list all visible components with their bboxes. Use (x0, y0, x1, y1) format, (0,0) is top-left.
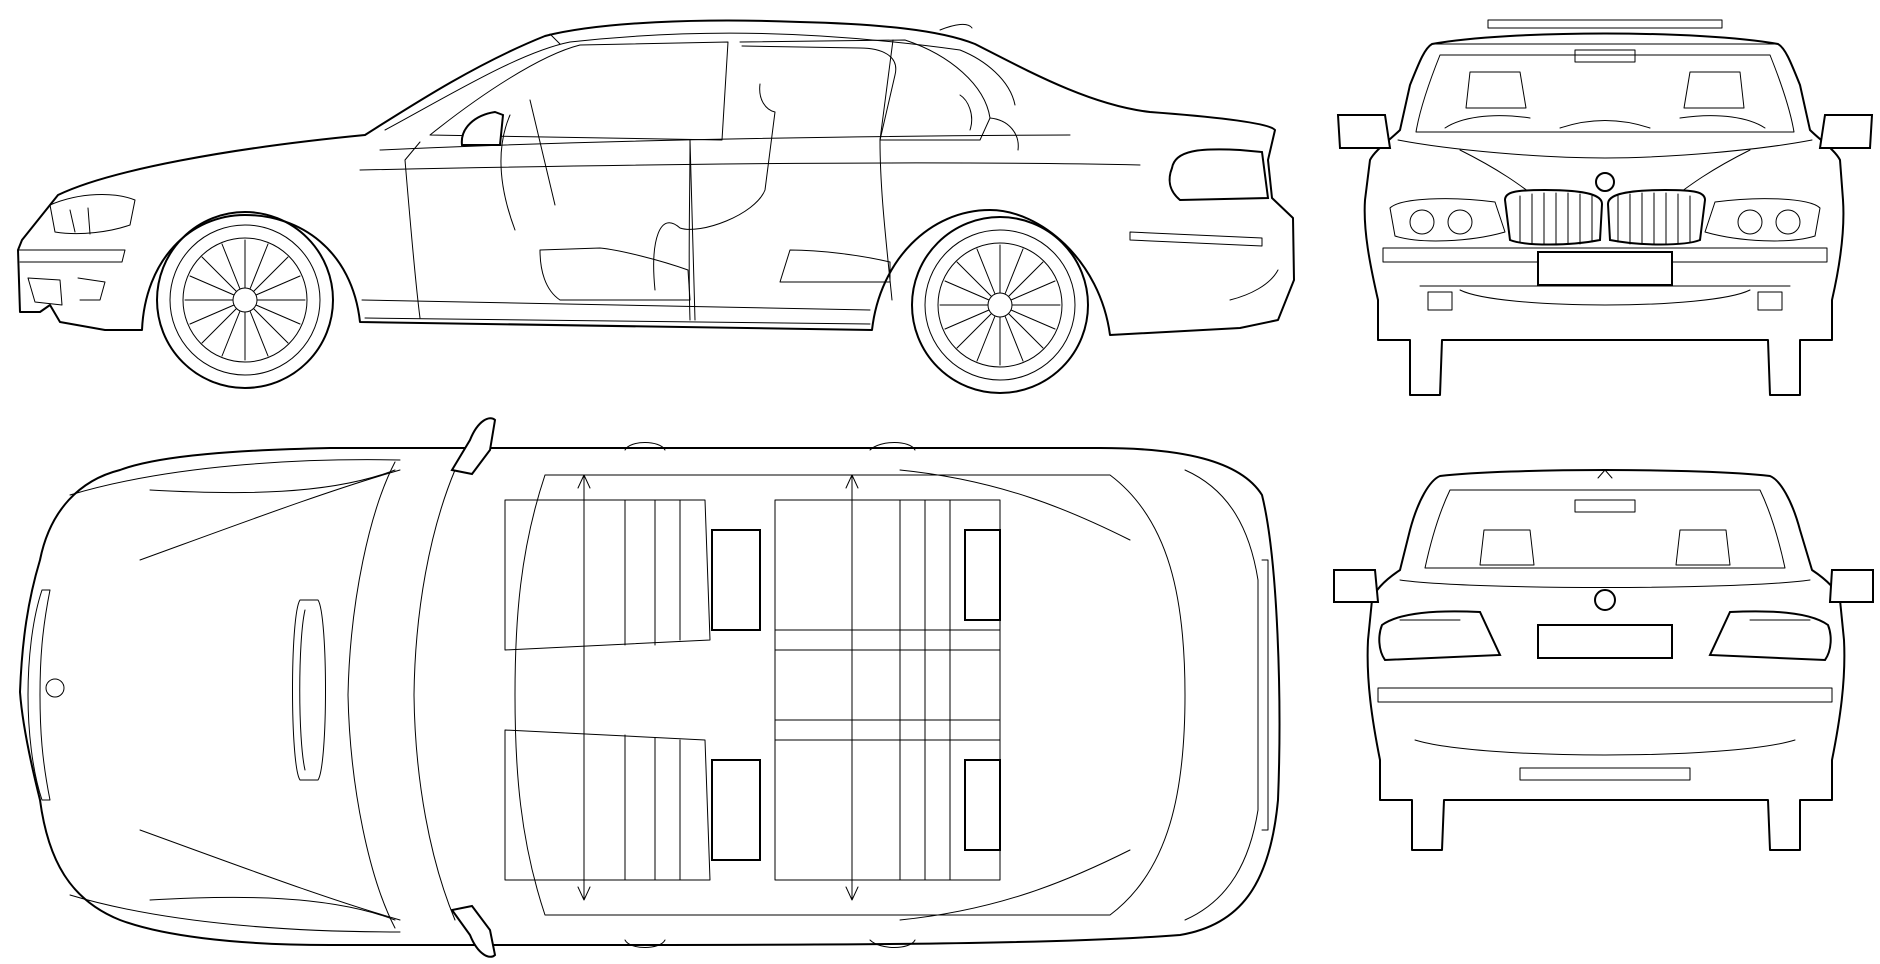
side-rear-rim-spokes (939, 244, 1061, 366)
front-mirror-right (1818, 114, 1874, 149)
front-windshield (1415, 54, 1795, 133)
side-view (17, 19, 1295, 394)
top-rear-bench (774, 499, 1001, 881)
rear-body-outline (1366, 469, 1846, 851)
top-roof (514, 474, 1186, 916)
rear-tail-lamp-left (1378, 610, 1502, 662)
top-badge (45, 678, 65, 698)
side-rear-window (739, 39, 991, 141)
side-front-seat (539, 83, 776, 301)
side-tail-lamp (1168, 148, 1270, 202)
side-rear-wheel (911, 216, 1089, 394)
top-mirror-lower (450, 904, 497, 958)
top-front-seat-right (504, 729, 761, 881)
top-view (19, 417, 1281, 958)
front-mirror-left (1336, 114, 1392, 149)
rear-mirror-left (1333, 569, 1380, 603)
top-hood-scoop (292, 599, 326, 781)
front-view (1336, 19, 1874, 396)
top-body-outline (19, 447, 1281, 946)
side-body-outline (17, 19, 1295, 336)
front-headlamp-left (1389, 198, 1506, 242)
front-body-outline (1363, 32, 1845, 396)
front-badge (1595, 172, 1615, 192)
side-front-window (429, 41, 729, 141)
top-front-seat-left (504, 499, 761, 651)
front-seat-left (1444, 71, 1531, 129)
rear-headrest-right (1675, 529, 1731, 566)
top-dimension-rear (845, 474, 859, 901)
side-front-rim-spokes (184, 239, 306, 361)
side-rear-door (689, 139, 893, 321)
rear-window (1424, 489, 1786, 569)
front-license-plate (1537, 251, 1673, 286)
front-headlamp-right (1704, 198, 1821, 242)
top-dimension-front (577, 474, 591, 901)
side-headlamp (49, 194, 136, 235)
front-seat-right (1679, 71, 1766, 129)
front-grille (1503, 188, 1707, 246)
side-roof-line (384, 32, 1016, 131)
side-rear-seat (779, 94, 973, 283)
rear-license-plate (1537, 624, 1673, 659)
rear-mirror-right (1828, 569, 1874, 603)
rear-badge (1594, 589, 1616, 611)
rear-view (1333, 469, 1874, 851)
side-mirror (460, 110, 505, 146)
top-mirror-upper (450, 417, 497, 476)
side-front-wheel (156, 211, 334, 389)
rear-headrest-left (1479, 529, 1535, 566)
rear-tail-lamp-right (1708, 610, 1832, 662)
top-windshield (347, 461, 456, 929)
